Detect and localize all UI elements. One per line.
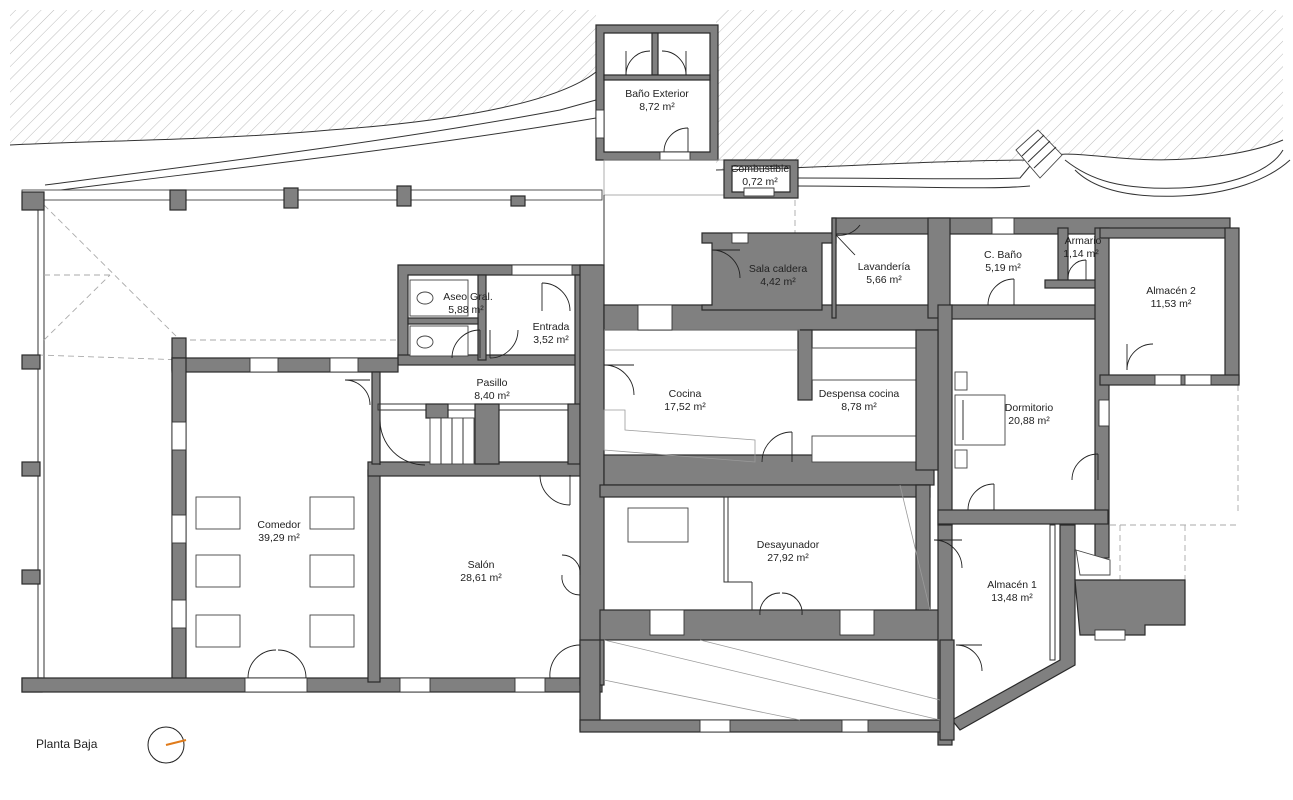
terrain-hatching (9, 10, 1291, 197)
main-walls (21, 217, 1240, 746)
room-area-armario: 1,14 m² (1063, 248, 1099, 260)
room-area-sala-caldera: 4,42 m² (760, 276, 796, 288)
room-labels: Baño Exterior 8,72 m² Combustible 0,72 m… (257, 88, 1196, 604)
room-area-almacen-2: 11,53 m² (1151, 298, 1192, 310)
stairs (429, 417, 475, 465)
room-name-desayunador: Desayunador (757, 539, 820, 551)
room-area-pasillo: 8,40 m² (474, 390, 510, 402)
room-name-armario: Armario (1065, 235, 1102, 247)
room-area-combustible: 0,72 m² (742, 176, 778, 188)
porch-outline (21, 189, 1239, 690)
room-name-aseo-gral: Aseo Gral. (443, 291, 493, 303)
room-area-almacen-1: 13,48 m² (991, 592, 1033, 604)
room-name-bano-exterior: Baño Exterior (625, 88, 689, 100)
room-name-comedor: Comedor (257, 519, 301, 531)
room-name-almacen-2: Almacén 2 (1146, 285, 1196, 297)
room-name-pasillo: Pasillo (477, 377, 508, 389)
room-area-lavanderia: 5,66 m² (866, 274, 902, 286)
room-name-cocina: Cocina (669, 388, 702, 400)
exterior-steps (1015, 129, 1063, 179)
toilets (416, 291, 434, 349)
wall-hatching (603, 329, 941, 721)
dining-tables (195, 496, 689, 648)
room-area-cocina: 17,52 m² (664, 401, 706, 413)
doors (247, 224, 1154, 679)
room-name-combustible: Combustible (731, 163, 790, 175)
room-name-sala-caldera: Sala caldera (749, 263, 808, 275)
plan-title: Planta Baja (36, 737, 98, 751)
room-area-comedor: 39,29 m² (258, 532, 300, 544)
room-area-bano-exterior: 8,72 m² (639, 101, 675, 113)
room-area-salon: 28,61 m² (460, 572, 502, 584)
room-name-despensa-cocina: Despensa cocina (819, 388, 900, 400)
room-area-entrada: 3,52 m² (533, 334, 569, 346)
bed (954, 371, 1006, 469)
room-area-aseo-gral: 5,88 m² (448, 304, 484, 316)
room-area-dormitorio: 20,88 m² (1008, 415, 1050, 427)
room-name-almacen-1: Almacén 1 (987, 579, 1037, 591)
kitchen-counters (603, 329, 939, 471)
room-name-dormitorio: Dormitorio (1005, 402, 1054, 414)
bano-exterior-block (595, 24, 719, 161)
room-name-salon: Salón (468, 559, 495, 571)
windows (171, 217, 1212, 733)
room-name-entrada: Entrada (533, 321, 570, 333)
room-area-c-bano: 5,19 m² (985, 262, 1021, 274)
room-name-lavanderia: Lavandería (858, 261, 911, 273)
room-name-c-bano: C. Baño (984, 249, 1022, 261)
north-arrow-icon (147, 726, 187, 764)
room-area-desayunador: 27,92 m² (767, 552, 809, 564)
room-area-despensa-cocina: 8,78 m² (841, 401, 877, 413)
